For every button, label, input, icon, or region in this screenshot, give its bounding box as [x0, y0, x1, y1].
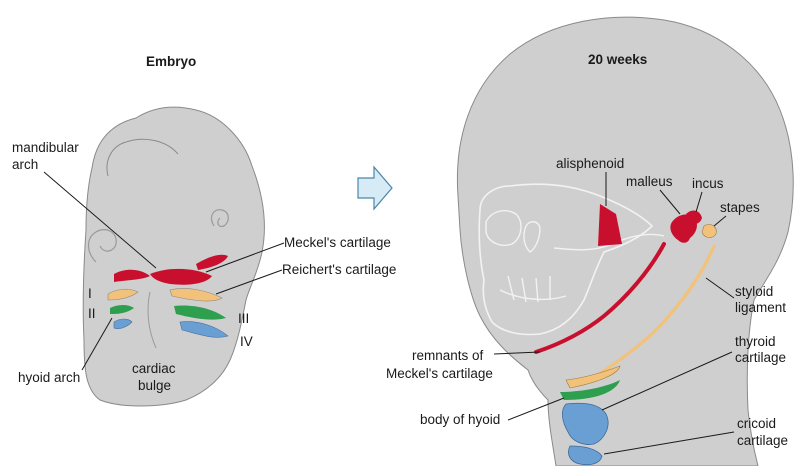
label-alisphenoid: alisphenoid: [556, 156, 624, 171]
label-remnants-of: remnants of: [412, 348, 484, 363]
fetus-panel: 20 weeks alisphenoid malleus incus stape…: [386, 17, 793, 466]
label-cricoid-cartilage: cartilage: [737, 433, 788, 448]
label-arch-IV: IV: [240, 334, 253, 349]
label-hyoid-arch: hyoid arch: [18, 370, 80, 385]
fetus-title: 20 weeks: [588, 52, 647, 67]
label-mandibular: mandibular: [12, 140, 79, 155]
label-meckels-cartilage-embryo: Meckel's cartilage: [284, 235, 391, 250]
label-bulge: bulge: [138, 378, 171, 393]
label-cricoid: cricoid: [737, 416, 776, 431]
label-reicherts-cartilage: Reichert's cartilage: [282, 262, 396, 277]
stapes: [702, 224, 716, 237]
label-body-of-hyoid: body of hyoid: [420, 412, 500, 427]
label-thyroid: thyroid: [735, 334, 776, 349]
label-stapes: stapes: [720, 200, 760, 215]
label-arch-I: I: [88, 286, 92, 301]
label-styloid: styloid: [735, 284, 773, 299]
label-thyroid-cartilage: cartilage: [735, 350, 786, 365]
fetus-head: [457, 17, 793, 466]
label-arch-III: III: [238, 311, 249, 326]
embryo-title: Embryo: [146, 54, 196, 69]
embryo-panel: Embryo mandibular arch Meckel's cartilag…: [12, 54, 396, 406]
label-ligament: ligament: [735, 300, 786, 315]
label-meckels-cartilage-fetus: Meckel's cartilage: [386, 366, 493, 381]
right-arrow-icon: [358, 167, 392, 209]
label-malleus: malleus: [626, 174, 673, 189]
label-arch-II: II: [88, 306, 96, 321]
label-arch: arch: [12, 157, 38, 172]
label-incus: incus: [692, 176, 724, 191]
label-cardiac: cardiac: [132, 361, 176, 376]
